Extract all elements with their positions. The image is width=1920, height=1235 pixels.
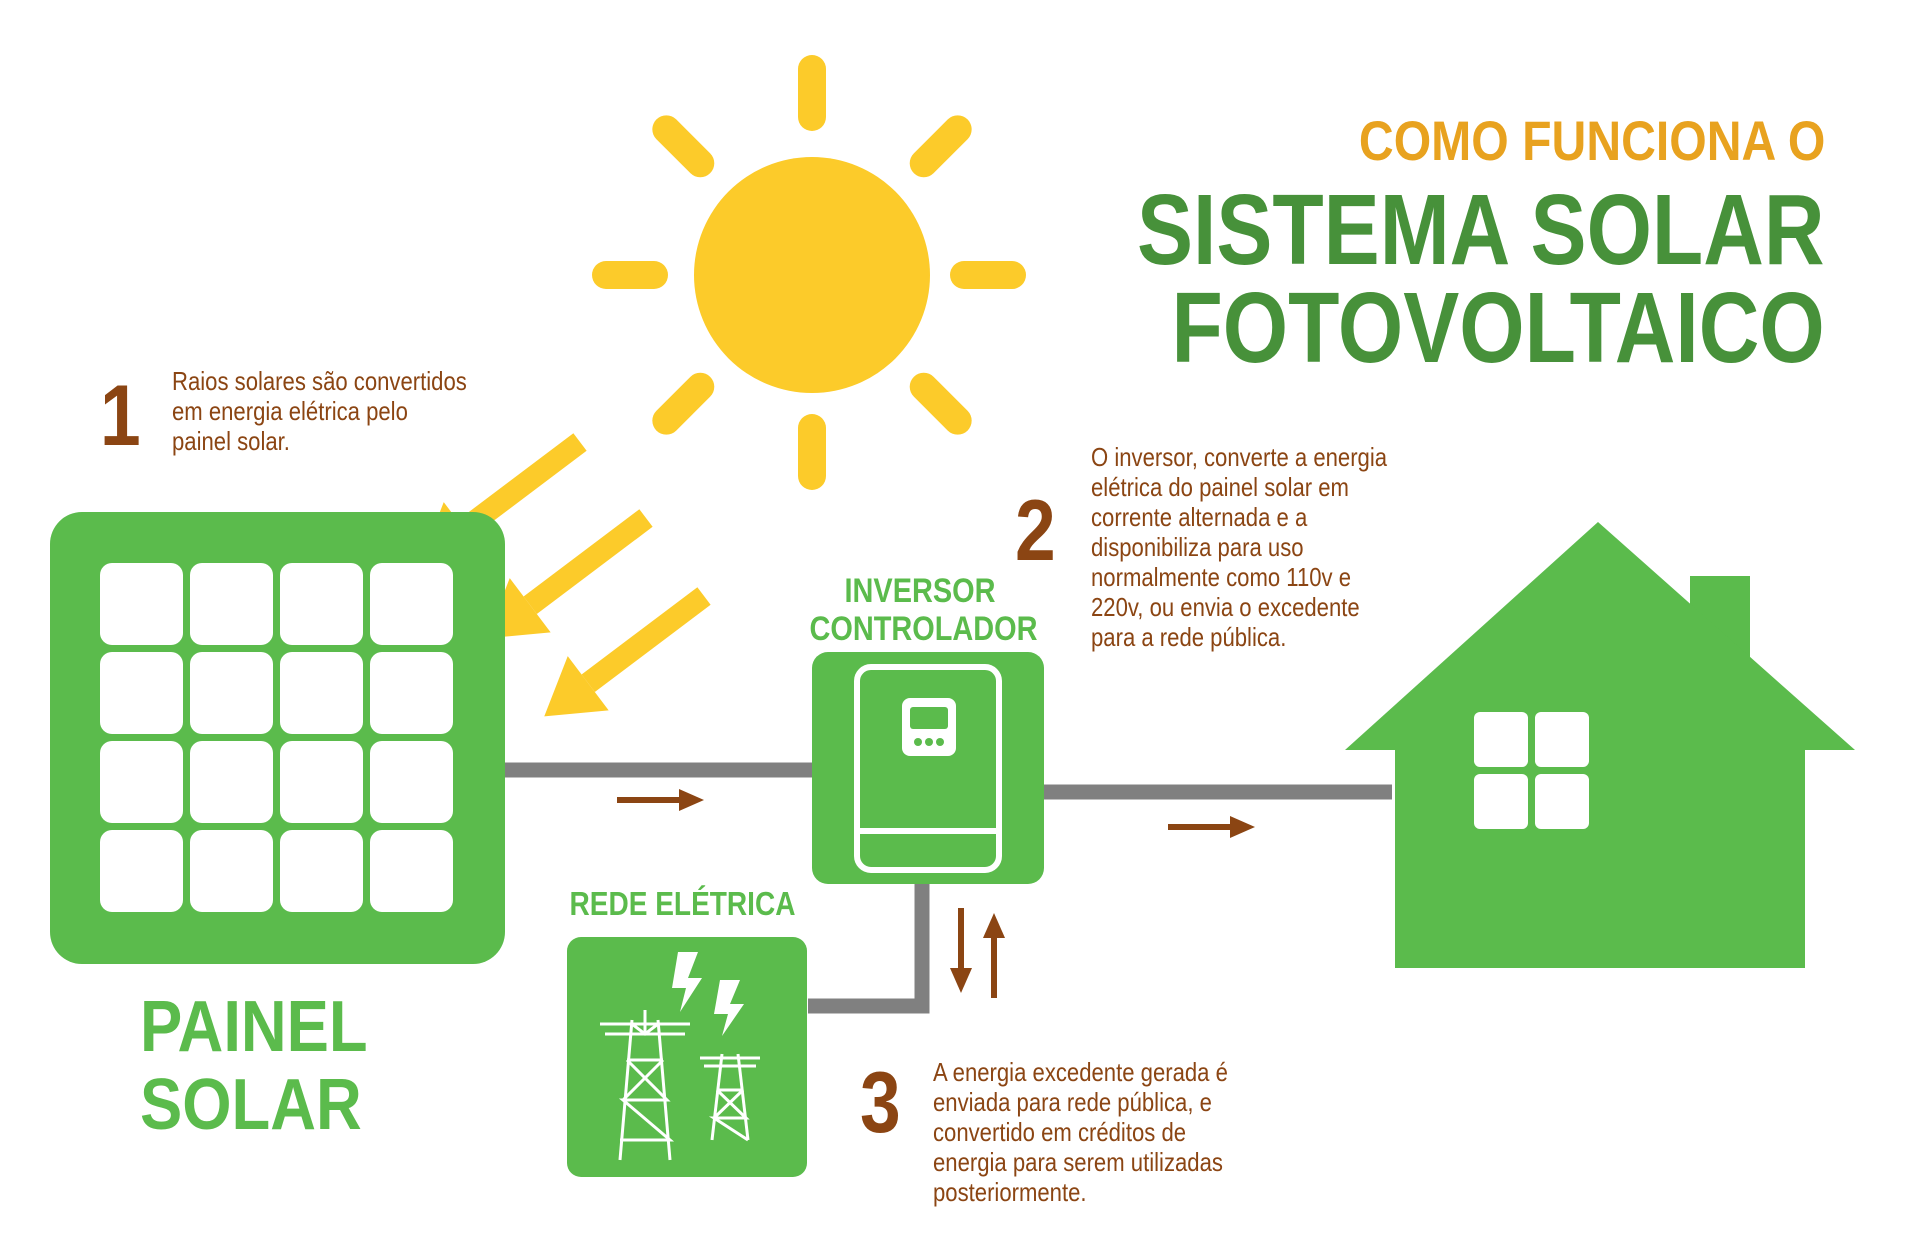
step-1-text: Raios solares são convertidos em energia… [172, 366, 467, 456]
panel-label-line-1: PAINEL [140, 987, 368, 1067]
step-1-line: painel solar. [172, 426, 290, 456]
arrow-icon [544, 587, 711, 717]
solar-panel-icon [50, 512, 505, 964]
step-2-line: 220v, ou envia o excedente [1091, 592, 1360, 622]
inverter-icon [812, 652, 1044, 884]
step-3-line: A energia excedente gerada é [933, 1057, 1228, 1087]
panel-label-line-2: SOLAR [140, 1065, 362, 1145]
step-3-line: energia para serem utilizadas [933, 1147, 1223, 1177]
step-3-line: enviada para rede pública, e [933, 1087, 1212, 1117]
panel-label: PAINEL SOLAR [140, 988, 368, 1144]
solar-cell [190, 652, 273, 734]
solar-cell [190, 741, 273, 823]
step-3-number: 3 [860, 1055, 901, 1151]
solar-cell [370, 652, 453, 734]
house-icon [1345, 522, 1855, 968]
arrow-icon [983, 913, 1005, 998]
step-1-number: 1 [100, 368, 141, 464]
solar-cell [370, 830, 453, 912]
inverter-label-line-1: INVERSOR [844, 572, 996, 610]
title-line-1: COMO FUNCIONA O [1358, 109, 1825, 172]
solar-cell [100, 563, 183, 645]
step-3-line: posteriormente. [933, 1177, 1087, 1207]
step-2-text: O inversor, converte a energia elétrica … [1091, 442, 1387, 652]
title-line-2: SISTEMA SOLAR [1137, 174, 1825, 286]
solar-cell [100, 652, 183, 734]
flow-arrows [617, 789, 1255, 998]
transmission-tower [600, 1010, 760, 1161]
solar-cell [280, 652, 363, 734]
lightning-icon [672, 952, 744, 1036]
step-1-line: Raios solares são convertidos [172, 366, 467, 396]
step-2-line: O inversor, converte a energia [1091, 442, 1388, 472]
solar-cell [100, 830, 183, 912]
arrow-icon [1168, 816, 1255, 838]
sun-icon [592, 55, 1026, 490]
step-3-text: A energia excedente gerada é enviada par… [933, 1057, 1228, 1207]
arrow-icon [950, 908, 972, 993]
step-2-line: normalmente como 110v e [1091, 562, 1352, 592]
step-2-line: corrente alternada e a [1091, 502, 1308, 532]
grid-label: REDE ELÉTRICA [569, 885, 796, 922]
inverter-label: INVERSOR CONTROLADOR [809, 572, 1038, 648]
solar-cell [190, 563, 273, 645]
step-2-line: para a rede pública. [1091, 622, 1287, 652]
inverter-label-line-2: CONTROLADOR [809, 610, 1038, 648]
arrow-icon [617, 789, 704, 811]
solar-cell [190, 830, 273, 912]
solar-cell [280, 741, 363, 823]
solar-cell [100, 741, 183, 823]
step-3-line: convertido em créditos de [933, 1117, 1187, 1147]
solar-cell [280, 563, 363, 645]
step-2-line: elétrica do painel solar em [1091, 472, 1349, 502]
solar-cell [370, 563, 453, 645]
step-1-line: em energia elétrica pelo [172, 396, 408, 426]
solar-cell [370, 741, 453, 823]
step-2-line: disponibiliza para uso [1091, 532, 1304, 562]
title-line-3: FOTOVOLTAICO [1171, 272, 1825, 384]
solar-cell [280, 830, 363, 912]
step-2-number: 2 [1015, 483, 1056, 579]
wires [500, 762, 1392, 1014]
power-grid-icon [567, 937, 807, 1177]
